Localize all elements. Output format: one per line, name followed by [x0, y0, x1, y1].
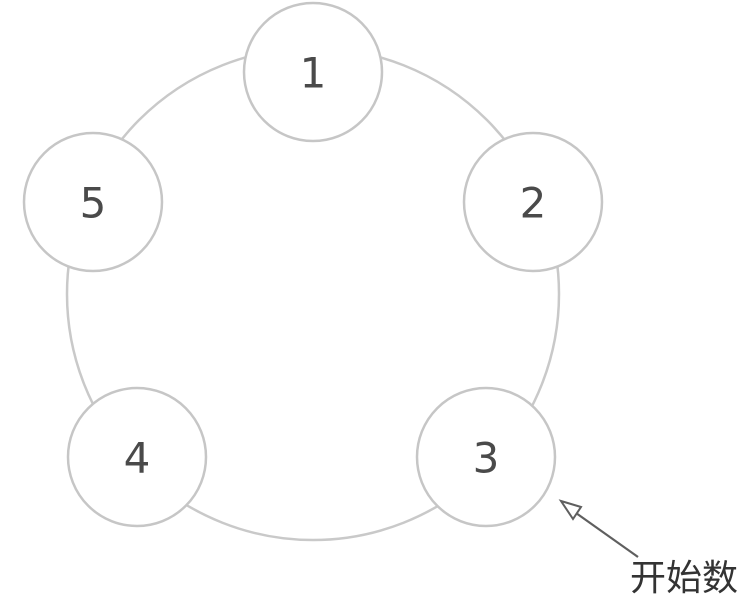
node-circle [462, 131, 604, 273]
pointer-line [575, 512, 639, 558]
node-label: 1 [300, 49, 327, 98]
start-count-label: 开始数 [630, 558, 738, 599]
node-4: 4 [66, 386, 208, 528]
arrow-head-icon [558, 499, 583, 521]
node-5: 5 [22, 131, 164, 273]
node-circle [242, 1, 384, 143]
node-label: 5 [80, 179, 107, 228]
node-label: 3 [473, 434, 500, 483]
node-label: 4 [124, 434, 151, 483]
node-circle [22, 131, 164, 273]
node-1: 1 [242, 1, 384, 143]
node-3: 3 [415, 386, 557, 528]
node-2: 2 [462, 131, 604, 273]
node-circle [66, 386, 208, 528]
node-circle [415, 386, 557, 528]
start-pointer-arrow [558, 499, 639, 558]
node-label: 2 [520, 179, 547, 228]
